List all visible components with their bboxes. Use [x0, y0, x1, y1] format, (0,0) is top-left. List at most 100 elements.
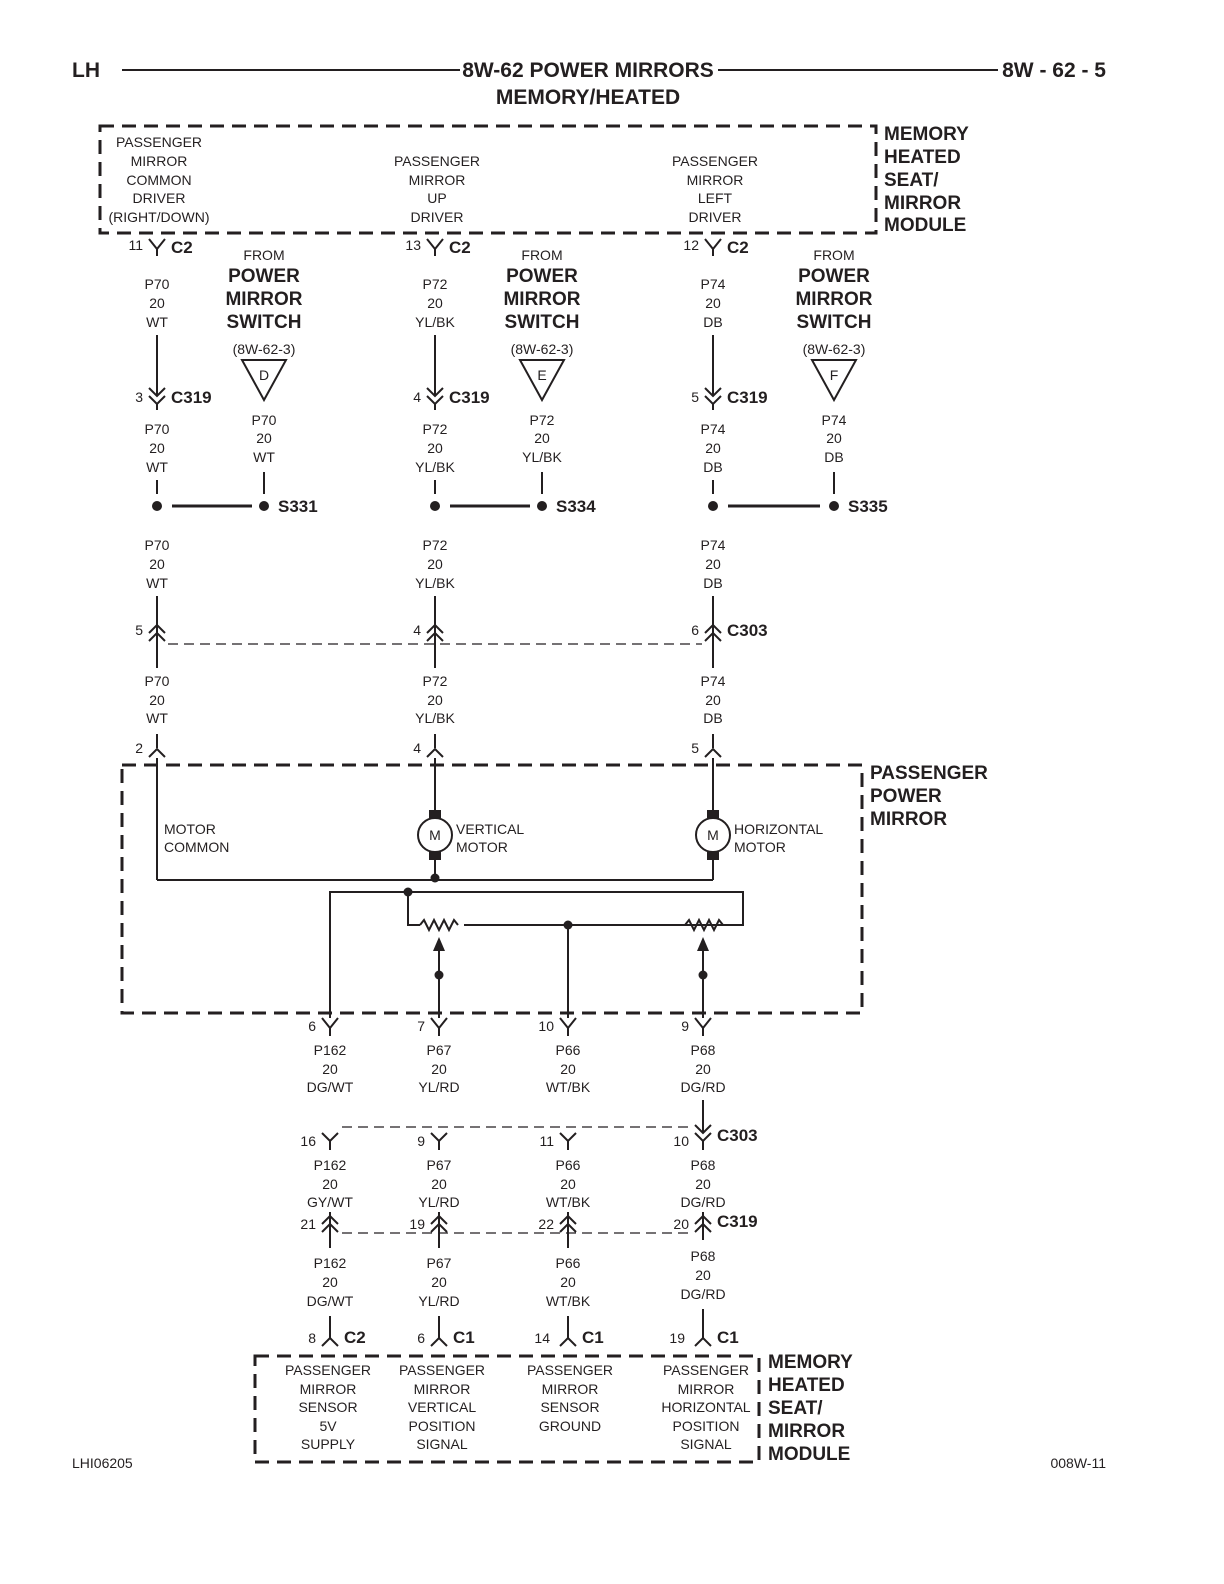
top-pin-label-3: PASSENGER MIRROR LEFT DRIVER	[672, 153, 758, 225]
wire-id: P162	[314, 1042, 347, 1058]
pin-label-line: 5V	[319, 1418, 337, 1434]
pin-label-line: GROUND	[539, 1418, 601, 1434]
pin-number: 6	[308, 1018, 316, 1034]
wiper-arrow-icon	[697, 937, 709, 951]
from-label: FROM	[243, 247, 284, 263]
pin-number: 8	[308, 1330, 316, 1346]
potentiometer-vertical-icon	[419, 917, 459, 933]
wire-color: YL/BK	[415, 575, 455, 591]
pin-number: 6	[417, 1330, 425, 1346]
source-name: POWER	[228, 266, 300, 287]
wire-gauge: 20	[705, 556, 721, 572]
wire-color: WT	[146, 459, 168, 475]
pin-number: 19	[409, 1216, 425, 1232]
wire-gauge: 20	[322, 1274, 338, 1290]
potentiometer-horizontal-icon	[684, 917, 724, 933]
bottom-pin-label-1: PASSENGER MIRROR SENSOR 5V SUPPLY	[285, 1362, 371, 1452]
module-name-line: HEATED	[768, 1375, 845, 1396]
module-name-line: SEAT/	[768, 1398, 823, 1419]
wire-gauge: 20	[427, 295, 443, 311]
wire-gauge: 20	[149, 440, 165, 456]
source-name: SWITCH	[505, 312, 580, 333]
pin-label-line: POSITION	[409, 1418, 476, 1434]
pin-number: 13	[405, 237, 421, 253]
junction-dot	[430, 873, 440, 883]
wire-id: P74	[701, 276, 726, 292]
wire-color: WT/BK	[546, 1293, 591, 1309]
female-terminal-symbol	[426, 238, 444, 256]
top-module-name: MEMORY HEATED SEAT/ MIRROR MODULE	[884, 124, 969, 236]
sensor-supply-wire	[329, 891, 744, 1018]
offpage-tag: F	[830, 367, 839, 383]
wire-color: WT/BK	[546, 1079, 591, 1095]
wire-gauge: 20	[149, 556, 165, 572]
wire-color: DB	[703, 710, 722, 726]
source-name: MIRROR	[795, 289, 872, 310]
page-ref[interactable]: (8W-62-3)	[803, 341, 866, 357]
pin-label-line: POSITION	[673, 1418, 740, 1434]
bottom-module-box	[253, 1354, 761, 1464]
wire-id: P72	[423, 673, 448, 689]
wire-id: P72	[423, 421, 448, 437]
wire-gauge: 20	[705, 692, 721, 708]
wire-id: P70	[145, 673, 170, 689]
wire-gauge: 20	[322, 1061, 338, 1077]
page-ref[interactable]: (8W-62-3)	[511, 341, 574, 357]
wire-id: P68	[691, 1248, 716, 1264]
inline-connector-symbol	[559, 1212, 577, 1248]
offpage-tag: D	[259, 367, 269, 383]
wire-id: P70	[145, 537, 170, 553]
wire-gauge: 20	[534, 430, 550, 446]
module-name-line: MEMORY	[768, 1352, 853, 1373]
pin-number: 3	[135, 389, 143, 405]
inline-connector-symbol	[148, 623, 166, 642]
wire-gauge: 20	[695, 1267, 711, 1283]
wire-id: P162	[314, 1255, 347, 1271]
horizontal-motor-label: HORIZONTAL	[734, 821, 823, 837]
wire-gauge: 20	[705, 295, 721, 311]
connector-id: C2	[727, 238, 749, 257]
connector-id: C1	[582, 1328, 604, 1347]
pin-label-line: PASSENGER	[399, 1362, 485, 1378]
mirror-name-line: POWER	[870, 786, 942, 807]
wire-id: P68	[691, 1042, 716, 1058]
vertical-motor-label: MOTOR	[456, 839, 508, 855]
splice-node	[152, 501, 162, 511]
wire-color: DB	[703, 459, 722, 475]
top-module-box	[98, 124, 878, 235]
pin-number: 10	[538, 1018, 554, 1034]
female-terminal-symbol	[148, 238, 166, 256]
pin-number: 2	[135, 740, 143, 756]
offpage-triangle-icon	[518, 359, 566, 403]
pin-label-line: SENSOR	[298, 1399, 357, 1415]
inline-connector-symbol	[321, 1132, 339, 1150]
pin-number: 9	[417, 1133, 425, 1149]
female-terminal-symbol	[430, 1017, 448, 1036]
offpage-triangle-icon	[240, 359, 288, 403]
bottom-pin-label-3: PASSENGER MIRROR SENSOR GROUND	[527, 1362, 613, 1434]
female-terminal-symbol	[321, 1017, 339, 1036]
pin-label-line: HORIZONTAL	[661, 1399, 750, 1415]
motor-symbol: M	[707, 827, 719, 843]
connector-id: C319	[727, 388, 768, 407]
wire-color: DB	[703, 314, 722, 330]
pin-label-line: MIRROR	[678, 1381, 735, 1397]
inline-connector-symbol	[704, 623, 722, 642]
page-ref[interactable]: (8W-62-3)	[233, 341, 296, 357]
connector-id: C2	[449, 238, 471, 257]
junction-dot	[698, 970, 708, 980]
pin-number: 21	[300, 1216, 316, 1232]
source-name: SWITCH	[227, 312, 302, 333]
connector-id: C2	[171, 238, 193, 257]
inline-connector-symbol	[694, 1124, 712, 1150]
motor-brush	[707, 852, 719, 860]
pin-number: 11	[128, 237, 143, 253]
splice-node	[430, 501, 440, 511]
male-terminal-symbol	[430, 1316, 448, 1347]
wire-gauge: 20	[149, 295, 165, 311]
connector-id: C319	[171, 388, 212, 407]
wire-color: YL/RD	[418, 1079, 459, 1095]
male-terminal-symbol	[704, 747, 722, 758]
pin-label-line: DRIVER	[133, 190, 186, 206]
module-name-line: MODULE	[884, 215, 966, 236]
